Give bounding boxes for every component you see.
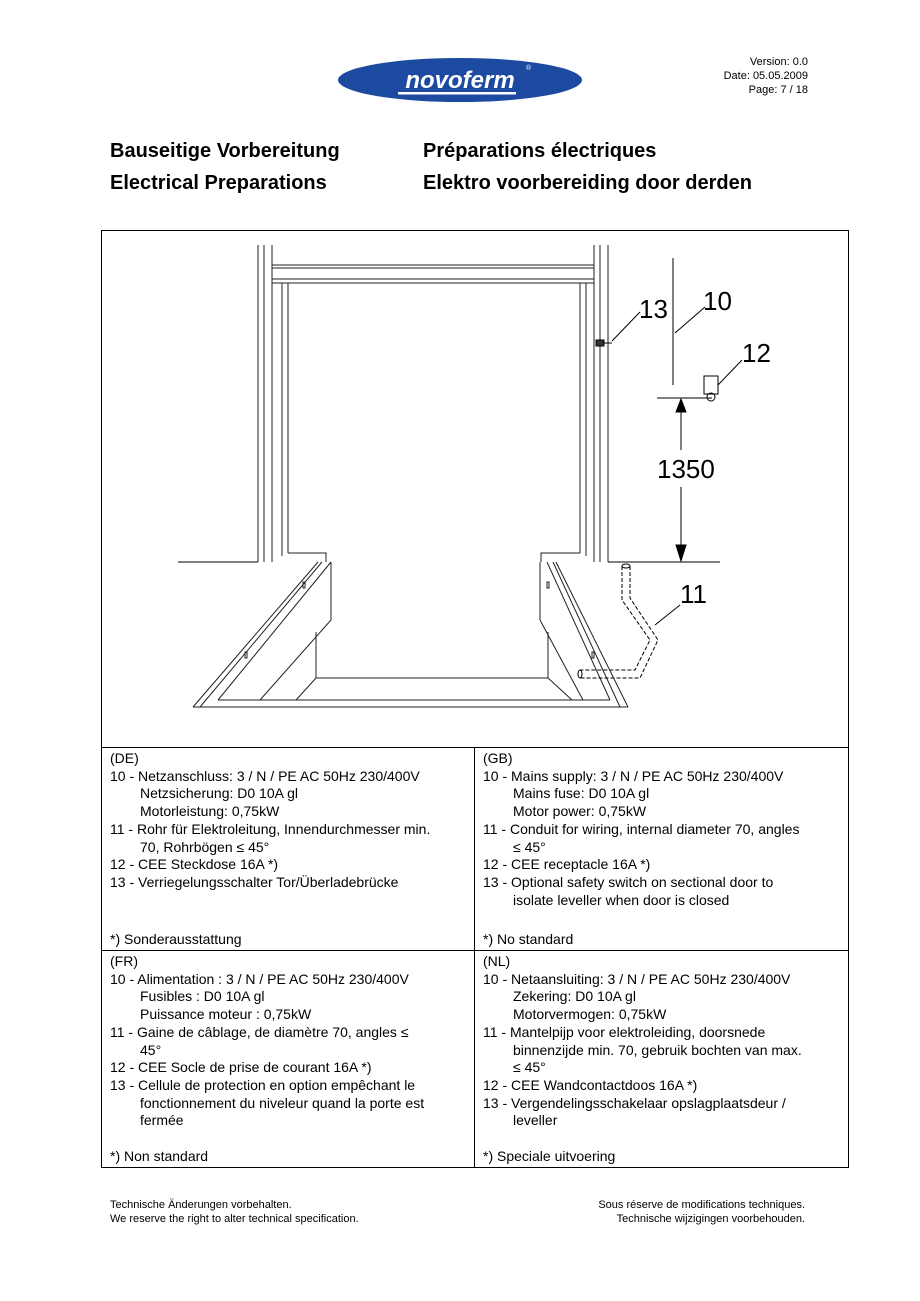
list-item: 11 - Conduit for wiring, internal diamet…: [483, 821, 839, 856]
item-text: 10 - Netzanschluss: 3 / N / PE AC 50Hz 2…: [110, 767, 420, 784]
content-frame: [101, 230, 849, 1168]
title-fr: Préparations électriques: [423, 140, 657, 162]
divider: [474, 747, 475, 1167]
item-text: 11 - Mantelpijp voor elektroleiding, doo…: [483, 1023, 766, 1040]
item-text: 10 - Mains supply: 3 / N / PE AC 50Hz 23…: [483, 767, 784, 784]
item-continuation: Motor power: 0,75kW: [513, 803, 647, 820]
list-item: 12 - CEE Steckdose 16A *): [110, 856, 466, 874]
svg-text:®: ®: [526, 64, 532, 72]
title-de: Bauseitige Vorbereitung: [110, 140, 340, 162]
item-text: 13 - Optional safety switch on sectional…: [483, 873, 774, 890]
date: Date: 05.05.2009: [723, 70, 808, 82]
footer-left: Technische Änderungen vorbehalten. We re…: [110, 1198, 359, 1226]
list-item: 12 - CEE receptacle 16A *): [483, 856, 839, 874]
item-continuation: Fusibles : D0 10A gl: [140, 988, 265, 1005]
footnote: *) Non standard: [110, 1148, 209, 1165]
list-item: 10 - Mains supply: 3 / N / PE AC 50Hz 23…: [483, 768, 839, 821]
conduit: [580, 566, 659, 679]
footnote: *) No standard: [483, 931, 574, 948]
item-continuation: ≤ 45°: [513, 1059, 546, 1076]
title-en: Electrical Preparations: [110, 172, 327, 194]
cell-gb: (GB)10 - Mains supply: 3 / N / PE AC 50H…: [475, 748, 847, 950]
label-10: 10: [703, 286, 732, 316]
item-text: 13 - Verriegelungsschalter Tor/Überladeb…: [110, 873, 399, 890]
item-text: 10 - Alimentation : 3 / N / PE AC 50Hz 2…: [110, 970, 409, 987]
dimension-label: 1350: [657, 454, 715, 484]
item-continuation: 45°: [140, 1041, 162, 1058]
item-text: 12 - CEE Wandcontactdoos 16A *): [483, 1076, 698, 1093]
title-nl: Elektro voorbereiding door derden: [423, 172, 752, 194]
language-label: (NL): [483, 953, 511, 969]
item-text: 13 - Vergendelingsschakelaar opslagplaat…: [483, 1094, 786, 1111]
cell-de: (DE)10 - Netzanschluss: 3 / N / PE AC 50…: [102, 748, 474, 950]
cee-socket-12: [703, 359, 743, 402]
item-continuation: binnenzijde min. 70, gebruik bochten van…: [513, 1041, 802, 1058]
item-continuation: Motorvermogen: 0,75kW: [513, 1006, 667, 1023]
safety-switch-13: [595, 311, 641, 347]
item-continuation: fermée: [140, 1112, 184, 1129]
item-text: 10 - Netaansluiting: 3 / N / PE AC 50Hz …: [483, 970, 791, 987]
door-frame: [257, 245, 609, 562]
item-continuation: fonctionnement du niveleur quand la port…: [140, 1094, 425, 1111]
footnote: *) Speciale uitvoering: [483, 1148, 616, 1165]
item-text: 12 - CEE Steckdose 16A *): [110, 856, 279, 873]
language-label: (DE): [110, 750, 139, 766]
item-continuation: Mains fuse: D0 10A gl: [513, 785, 650, 802]
item-continuation: Zekering: D0 10A gl: [513, 988, 636, 1005]
item-continuation: Netzsicherung: D0 10A gl: [140, 785, 298, 802]
cell-fr: (FR)10 - Alimentation : 3 / N / PE AC 50…: [102, 951, 474, 1167]
list-item: 10 - Alimentation : 3 / N / PE AC 50Hz 2…: [110, 971, 466, 1024]
list-item: 12 - CEE Wandcontactdoos 16A *): [483, 1077, 839, 1095]
item-continuation: Puissance moteur : 0,75kW: [140, 1006, 312, 1023]
footnote: *) Sonderausstattung: [110, 931, 242, 948]
label-11: 11: [680, 579, 707, 609]
item-text: 11 - Rohr für Elektroleitung, Innendurch…: [110, 820, 431, 837]
cell-nl: (NL)10 - Netaansluiting: 3 / N / PE AC 5…: [475, 951, 847, 1167]
list-item: 11 - Mantelpijp voor elektroleiding, doo…: [483, 1024, 839, 1077]
list-item: 11 - Gaine de câblage, de diamètre 70, a…: [110, 1024, 466, 1059]
version: Version: 0.0: [749, 56, 808, 68]
language-label: (GB): [483, 750, 513, 766]
novoferm-logo: novoferm ®: [336, 56, 584, 104]
item-continuation: 70, Rohrbögen ≤ 45°: [140, 838, 270, 855]
list-item: 10 - Netzanschluss: 3 / N / PE AC 50Hz 2…: [110, 768, 466, 821]
item-text: 12 - CEE receptacle 16A *): [483, 856, 651, 873]
document-meta: Version: 0.0 Date: 05.05.2009 Page: 7 / …: [724, 55, 808, 97]
item-text: 11 - Gaine de câblage, de diamètre 70, a…: [110, 1023, 409, 1040]
item-text: 12 - CEE Socle de prise de courant 16A *…: [110, 1059, 372, 1076]
footer-de: Technische Änderungen vorbehalten.: [110, 1199, 292, 1211]
list-item: 13 - Cellule de protection en option emp…: [110, 1077, 466, 1130]
item-continuation: Motorleistung: 0,75kW: [140, 803, 280, 820]
mains-line-10: [672, 258, 706, 385]
item-text: 13 - Cellule de protection en option emp…: [110, 1076, 416, 1093]
list-item: 10 - Netaansluiting: 3 / N / PE AC 50Hz …: [483, 971, 839, 1024]
item-continuation: leveller: [513, 1112, 558, 1129]
dimension-1350: [657, 397, 712, 563]
leader-11: [654, 604, 681, 626]
language-label: (FR): [110, 953, 138, 969]
footer-nl: Technische wijzigingen voorbehouden.: [616, 1213, 805, 1225]
list-item: 12 - CEE Socle de prise de courant 16A *…: [110, 1059, 466, 1077]
label-13: 13: [639, 294, 668, 324]
item-continuation: ≤ 45°: [513, 838, 546, 855]
list-item: 13 - Optional safety switch on sectional…: [483, 874, 839, 909]
item-continuation: isolate leveller when door is closed: [513, 891, 730, 908]
list-item: 11 - Rohr für Elektroleitung, Innendurch…: [110, 821, 466, 856]
svg-text:novoferm: novoferm: [405, 67, 514, 94]
label-12: 12: [742, 338, 771, 368]
page-number: Page: 7 / 18: [748, 84, 808, 96]
list-item: 13 - Vergendelingsschakelaar opslagplaat…: [483, 1095, 839, 1130]
leveller-pit: [192, 561, 629, 708]
item-text: 11 - Conduit for wiring, internal diamet…: [483, 820, 800, 837]
footer-en: We reserve the right to alter technical …: [110, 1213, 359, 1225]
list-item: 13 - Verriegelungsschalter Tor/Überladeb…: [110, 874, 466, 892]
footer-fr: Sous réserve de modifications techniques…: [598, 1199, 805, 1211]
footer-right: Sous réserve de modifications techniques…: [598, 1198, 805, 1226]
